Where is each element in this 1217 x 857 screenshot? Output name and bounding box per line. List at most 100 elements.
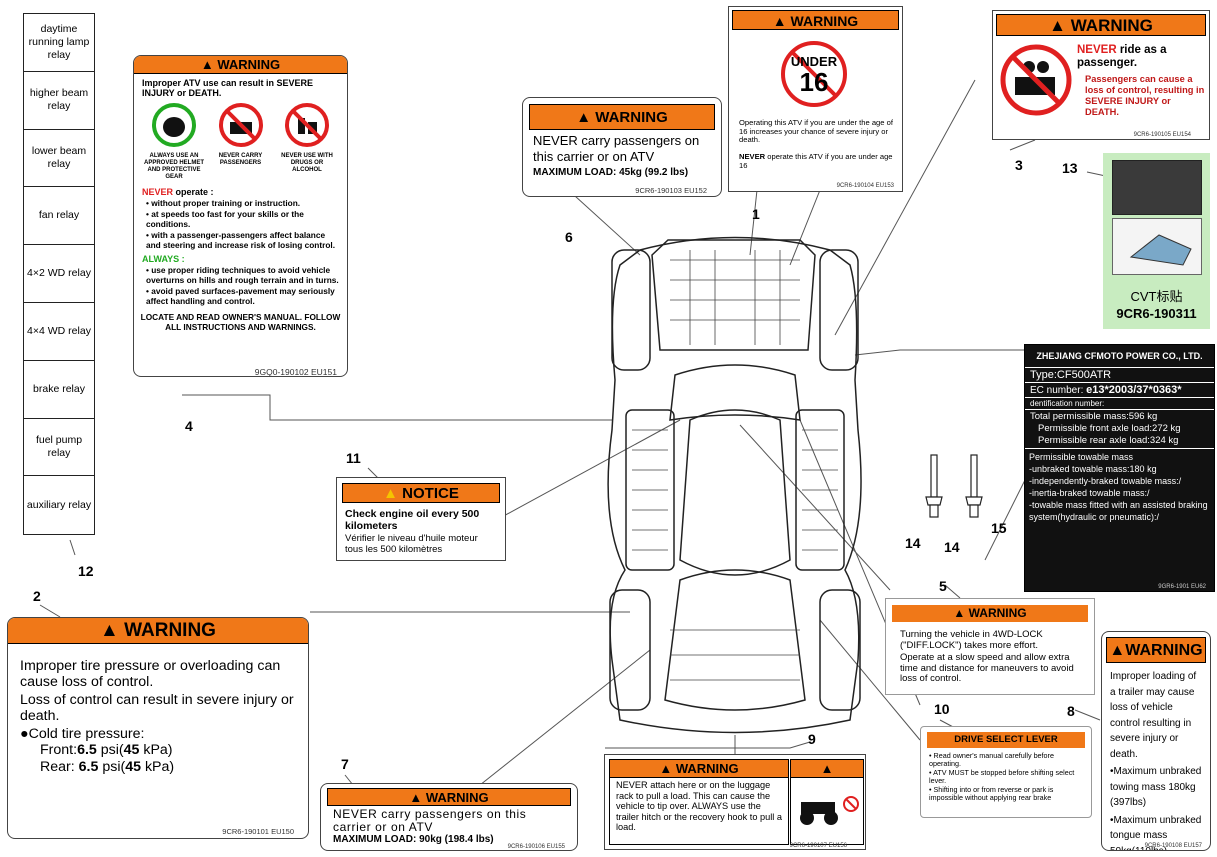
label-text: Turning the vehicle in 4WD-LOCK ("DIFF.L… <box>900 629 1043 651</box>
callout-number: 15 <box>991 520 1007 536</box>
warning-triangle-icon: ▲ <box>576 109 592 126</box>
relay-item: brake relay <box>24 361 94 419</box>
drive-select-lever-label-10: DRIVE SELECT LEVER • Read owner's manual… <box>920 726 1092 818</box>
warning-label-3: ▲ WARNING NEVER ride as a passenger. Pas… <box>992 10 1210 140</box>
label-header: ▲WARNING <box>1106 637 1206 663</box>
atv-outline <box>607 236 862 734</box>
warning-triangle-icon: ▲ <box>200 57 214 72</box>
label-header: ▲ WARNING <box>327 788 571 806</box>
atv-tipping-icon <box>800 796 859 825</box>
label-bullet: •Maximum unbraked towing mass 180kg (397… <box>1110 766 1202 808</box>
label-text-2: Loss of control can result in severe inj… <box>20 692 294 724</box>
callout-number: 3 <box>1015 157 1023 173</box>
notice-french: Vérifier le niveau d'huile moteur tous l… <box>345 533 478 555</box>
cvt-caption: CVT标贴 <box>1130 289 1183 304</box>
label-footer: LOCATE AND READ OWNER'S MANUAL. FOLLOW A… <box>140 311 341 333</box>
warning-triangle-icon: ▲ <box>791 760 863 778</box>
relay-item: lower beam relay <box>24 130 94 188</box>
callout-number: 5 <box>939 578 947 594</box>
part-code: 9CR6-190103 EU152 <box>635 186 707 195</box>
callout-number: 1 <box>752 206 760 222</box>
warning-triangle-icon: ▲ <box>1109 642 1126 659</box>
label-text-2: Passengers can cause a loss of control, … <box>1085 74 1205 117</box>
part-code: 9GQ0-190102 EU151 <box>254 367 337 377</box>
label-text-2: Operate at a slow speed and allow extra … <box>900 652 1074 684</box>
warning-label-1: ▲ WARNING UNDER 16 Operating this ATV if… <box>728 6 903 192</box>
label-header: ▲ WARNING <box>8 618 308 644</box>
callout-number: 8 <box>1067 703 1075 719</box>
label-text: Improper loading of a trailer may cause … <box>1110 671 1197 760</box>
warning-triangle-icon: ▲ <box>953 606 966 620</box>
part-code: 9CR6-190101 EU150 <box>222 827 294 836</box>
company-name: ZHEJIANG CFMOTO POWER CO., LTD. <box>1025 345 1214 368</box>
part-code: 9CR6-190107 EU156 <box>789 843 847 849</box>
warning-triangle-icon: ▲ <box>409 790 423 805</box>
max-load: MAXIMUM LOAD: 90kg (198.4 lbs) <box>333 834 494 845</box>
label-header: ▲ WARNING <box>529 104 715 130</box>
callout-number: 10 <box>934 701 950 717</box>
part-code: 9CR6-190105 EU154 <box>1133 132 1191 138</box>
label-header: ▲ NOTICE <box>342 483 500 503</box>
type-row: Type:CF500ATR <box>1025 368 1214 383</box>
no-drugs-alcohol-icon <box>285 103 329 147</box>
callout-number: 14 <box>944 539 960 555</box>
leader-lines <box>39 79 1116 786</box>
relay-item: 4×4 WD relay <box>24 303 94 361</box>
warning-triangle-icon: ▲ <box>100 620 119 641</box>
part-code: 9CR6-190104 EU153 <box>836 183 894 189</box>
label-header: ▲ WARNING <box>892 605 1088 622</box>
ident-row: dentification number: <box>1025 398 1214 410</box>
callout-number: 13 <box>1062 160 1078 176</box>
callout-number: 4 <box>185 418 193 434</box>
part-code: 9CR6-190108 EU157 <box>1144 843 1202 849</box>
prohibition-circle-icon <box>781 41 847 107</box>
label-bullet: •Maximum unbraked tongue mass 50kg(110lb… <box>1110 814 1202 851</box>
label-text: NEVER carry passengers on this carrier o… <box>333 807 527 834</box>
mass-rows: Total permissible mass:596 kg Permissibl… <box>1025 410 1214 449</box>
notice-label-11: ▲ NOTICE Check engine oil every 500 kilo… <box>336 477 506 561</box>
label-header: ▲ WARNING <box>610 760 788 778</box>
cvt-decal-shape <box>1129 234 1192 266</box>
label-list: • Read owner's manual carefully before o… <box>929 751 1075 803</box>
warning-triangle-icon: ▲ <box>772 13 787 29</box>
max-load: MAXIMUM LOAD: 45kg (99.2 lbs) <box>533 167 689 178</box>
never-heading: NEVER operate : <box>142 187 214 197</box>
always-list: • use proper riding techniques to avoid … <box>146 264 339 307</box>
label-text: NEVER attach here or on the luggage rack… <box>616 780 782 832</box>
callout-number: 2 <box>33 588 41 604</box>
warning-label-8: ▲WARNING Improper loading of a trailer m… <box>1101 631 1211 851</box>
relay-item: higher beam relay <box>24 72 94 130</box>
label-text-2: NEVER operate this ATV if you are under … <box>739 152 893 170</box>
relay-item: fan relay <box>24 187 94 246</box>
warning-label-9: ▲ WARNING NEVER attach here or on the lu… <box>604 754 866 850</box>
notice-english: Check engine oil every 500 kilometers <box>345 508 480 532</box>
tow-rows: Permissible towable mass -unbraked towab… <box>1029 452 1208 522</box>
part-code: 9GR6-1901 EU62 <box>1158 584 1206 590</box>
atv-rack-lines <box>632 250 838 681</box>
label-header: ▲ WARNING <box>732 10 899 30</box>
cvt-code: 9CR6-190311 <box>1116 306 1197 321</box>
label-text: Operating this ATV if you are under the … <box>739 118 893 145</box>
ec-row: EC number: e13*2003/37*0363* <box>1025 383 1214 398</box>
cvt-label-panel: CVT标贴 9CR6-190311 <box>1103 153 1210 329</box>
label-text: Improper tire pressure or overloading ca… <box>20 658 281 690</box>
front-pressure: Front:6.5 psi(45 kPa) <box>40 742 173 758</box>
always-heading: ALWAYS : <box>142 253 185 264</box>
warning-label-5: ▲ WARNING Turning the vehicle in 4WD-LOC… <box>885 598 1095 695</box>
callout-number: 14 <box>905 535 921 551</box>
helmet-icon <box>152 103 196 147</box>
no-passenger-icon <box>1000 44 1072 116</box>
cvt-decal-image <box>1112 218 1202 275</box>
callout-number: 12 <box>78 563 94 579</box>
warning-triangle-icon: ▲ <box>659 761 673 776</box>
label-header: DRIVE SELECT LEVER <box>927 732 1085 748</box>
label-text: NEVER carry passengers on this carrier o… <box>533 133 700 164</box>
rivet-drawings <box>925 454 983 518</box>
warning-label-2: ▲ WARNING Improper tire pressure or over… <box>7 617 309 839</box>
warning-label-7: ▲ WARNING NEVER carry passengers on this… <box>320 783 578 851</box>
relay-item: 4×2 WD relay <box>24 245 94 303</box>
cvt-photo-image <box>1112 160 1202 215</box>
part-code: 9CR6-190106 EU155 <box>507 844 565 850</box>
icon-row: ALWAYS USE AN APPROVED HELMET AND PROTEC… <box>134 98 347 181</box>
